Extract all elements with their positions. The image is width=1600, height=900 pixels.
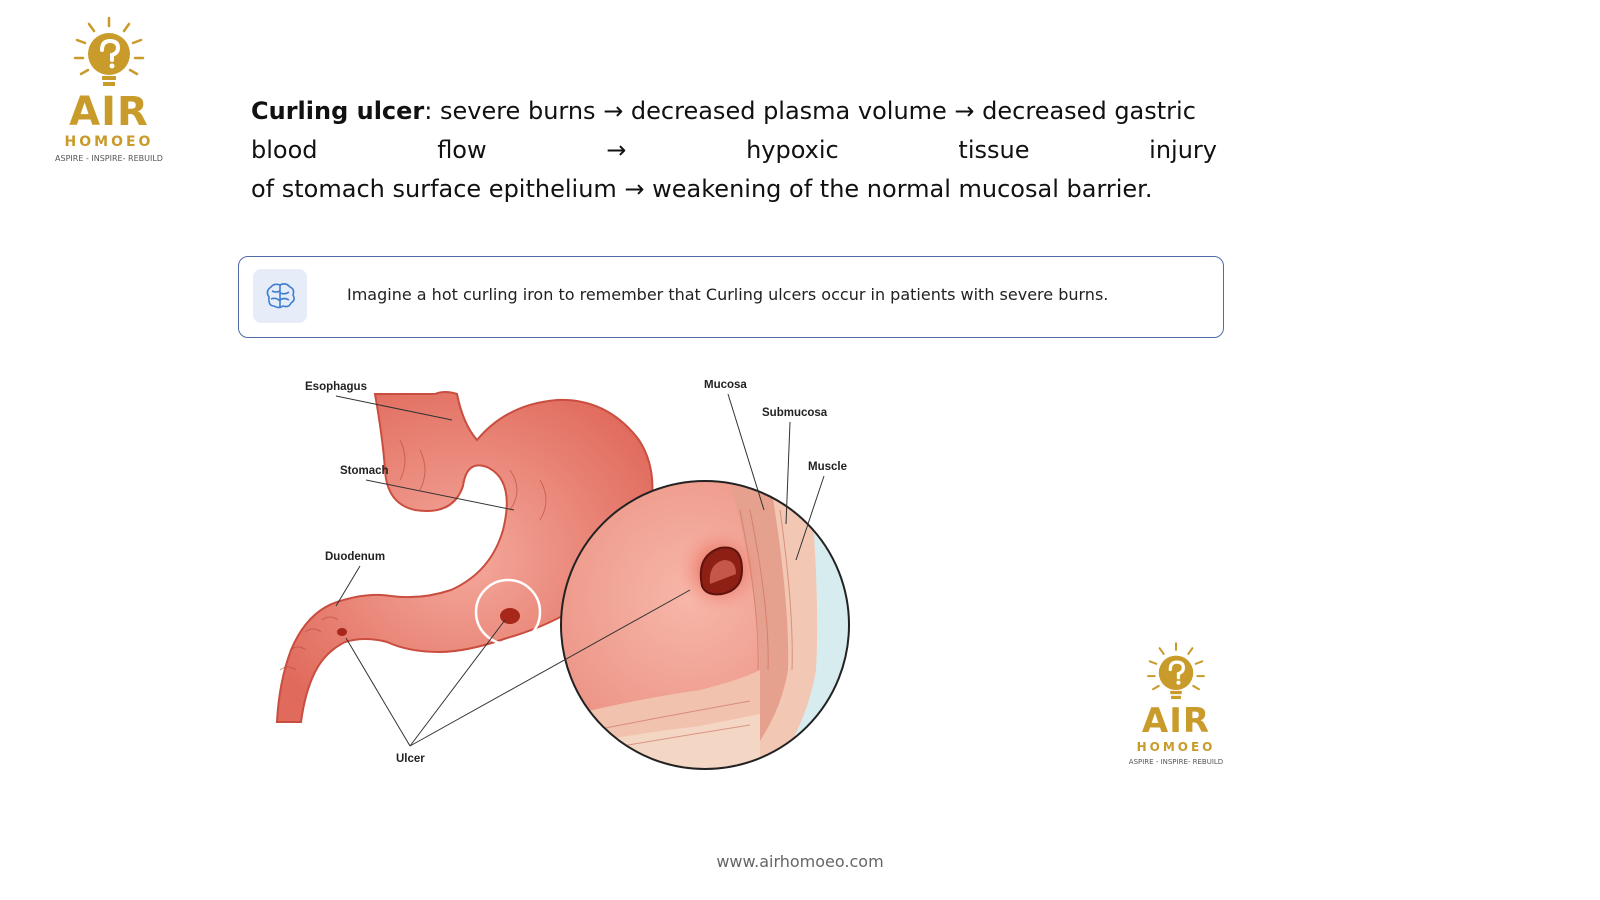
logo-brand: AIR [1141,701,1211,741]
word: hypoxic [746,136,839,164]
label-ulcer: Ulcer [396,753,425,765]
logo-tagline: ASPIRE - INSPIRE- REBUILD [55,154,163,163]
curling-ulcer-paragraph: Curling ulcer: severe burns → decreased … [251,92,1217,209]
label-esophagus: Esophagus [305,381,367,393]
logo-top-left: AIR HOMOEO ASPIRE - INSPIRE- REBUILD [44,14,174,163]
word: injury [1149,136,1217,164]
label-mucosa: Mucosa [704,380,747,391]
logo-bottom-right: AIR HOMOEO ASPIRE - INSPIRE- REBUILD [1122,640,1230,766]
logo-brand: AIR [69,89,149,135]
mnemonic-text: Imagine a hot curling iron to remember t… [347,285,1109,304]
label-submucosa: Submucosa [762,407,828,419]
label-duodenum: Duodenum [325,551,385,563]
word: tissue [958,136,1030,164]
paragraph-line-3: of stomach surface epithelium → weakenin… [251,175,1153,203]
paragraph-line-1: Curling ulcer: severe burns → decreased … [251,92,1217,131]
logo-tagline: ASPIRE - INSPIRE- REBUILD [1128,758,1224,766]
brain-icon [253,269,307,323]
paragraph-line-2: blood flow → hypoxic tissue injury [251,131,1217,170]
stomach-ulcer-illustration: Esophagus Stomach Duodenum Ulcer Mucosa … [275,380,850,770]
word: flow [437,136,487,164]
paragraph-line-1-rest: : severe burns → decreased plasma volume… [424,97,1196,125]
word: → [606,136,627,164]
stomach-shape [275,391,654,723]
zoom-cross-section [560,480,850,770]
mnemonic-box: Imagine a hot curling iron to remember t… [238,256,1224,338]
logo-sub: HOMOEO [64,134,154,150]
label-stomach: Stomach [340,465,389,477]
logo-sub: HOMOEO [1136,740,1216,754]
word: blood [251,136,318,164]
duodenal-ulcer-spot [337,628,347,636]
label-muscle: Muscle [808,461,847,473]
ulcer-highlight-circle [474,578,542,646]
footer-website: www.airhomoeo.com [716,852,884,871]
leader-lines [335,393,825,747]
ulcer-spot [500,608,520,624]
term-curling-ulcer: Curling ulcer [251,97,425,125]
lightbulb-icon [73,16,145,86]
lightbulb-icon [1147,642,1205,700]
